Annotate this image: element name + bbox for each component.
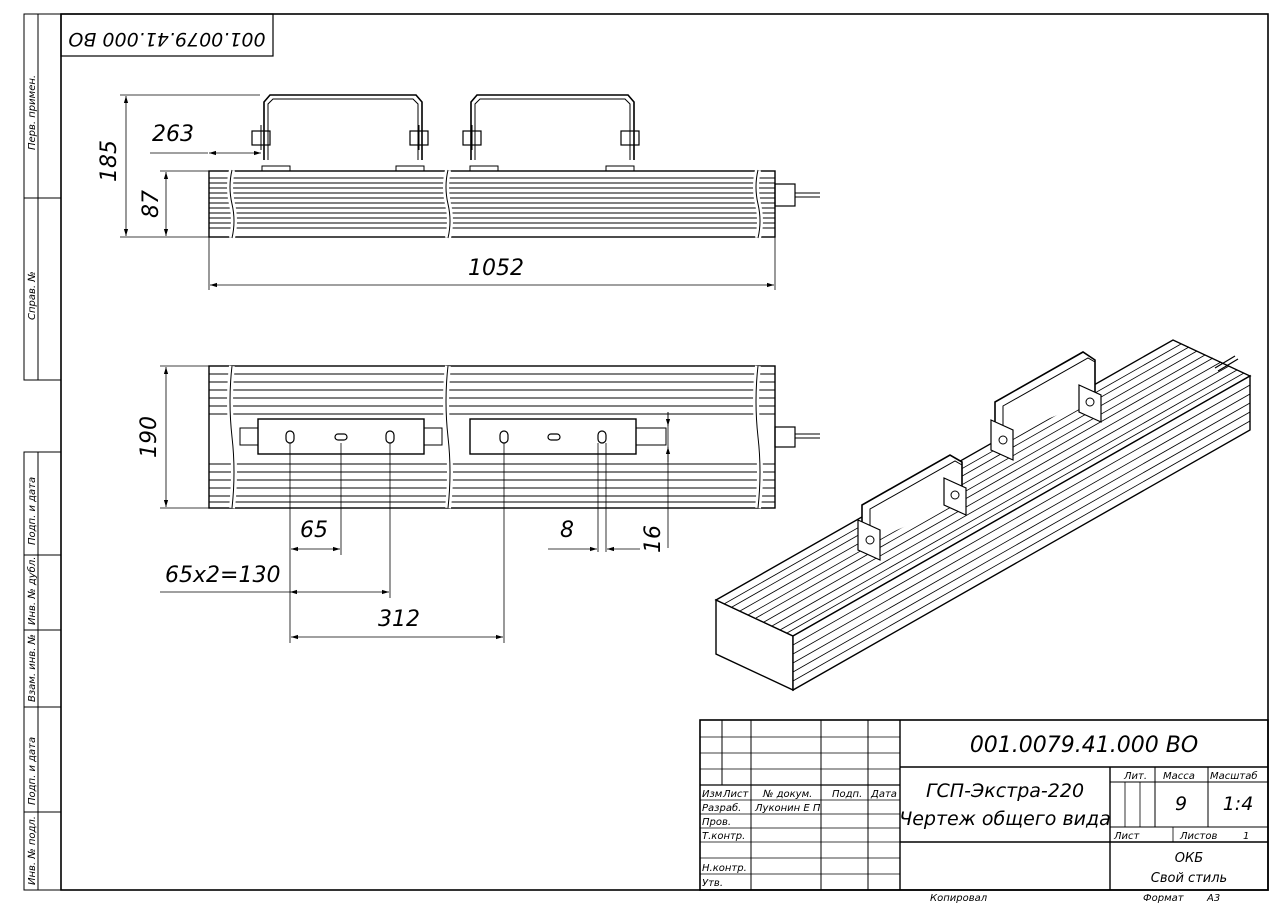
hdr-massa: Масса: [1163, 771, 1195, 782]
corner-stamp-designation: 001.0079.41.000 ВО: [68, 28, 265, 50]
format-value: А3: [1206, 893, 1220, 904]
label-vzam-inv: Взам. инв. №: [27, 634, 38, 702]
dimensions-side-view: [120, 94, 776, 290]
mass-value: 9: [1175, 793, 1187, 815]
sheet-label: Лист: [1113, 831, 1141, 842]
hdr-sign: Подп.: [832, 789, 862, 800]
dim-185: 185: [97, 140, 122, 182]
top-view: [208, 365, 820, 509]
dim-87: 87: [139, 190, 164, 218]
drawing-type: Чертеж общего вида: [899, 808, 1111, 830]
hdr-lit: Лит.: [1123, 771, 1147, 782]
label-sprav-no: Справ. №: [27, 271, 38, 320]
isometric-view: [714, 339, 1252, 692]
dim-263: 263: [152, 122, 194, 147]
hdr-izm: Изм: [702, 789, 723, 800]
label-perv-primen: Перв. примен.: [27, 75, 38, 150]
dimensions-top-view: [160, 365, 671, 643]
dim-190: 190: [137, 416, 162, 458]
hdr-doc: № докум.: [762, 789, 812, 800]
product-title: ГСП-Экстра-220: [926, 780, 1084, 802]
row-nkontr: Н.контр.: [702, 863, 747, 874]
organization: ОКБ: [1175, 851, 1203, 866]
hdr-list: Лист: [722, 789, 750, 800]
label-podp-data-top: Подп. и дата: [27, 477, 38, 545]
format-label: Формат: [1143, 893, 1185, 904]
row-prov: Пров.: [702, 817, 731, 828]
dim-65x2: 65х2=130: [165, 563, 280, 588]
dim-16: 16: [641, 525, 666, 553]
title-block-text: 001.0079.41.000 ВО ГСП-Экстра-220 Чертеж…: [702, 733, 1258, 889]
dim-65: 65: [300, 518, 328, 543]
dim-8: 8: [560, 518, 574, 543]
label-podp-data-bottom: Подп. и дата: [27, 737, 38, 805]
designation: 001.0079.41.000 ВО: [970, 733, 1198, 758]
hdr-date: Дата: [870, 789, 897, 800]
sheet-frame: [23, 13, 1269, 891]
title-block-frame: [699, 719, 1269, 891]
scale-value: 1:4: [1223, 793, 1254, 815]
copied-label: Копировал: [930, 893, 988, 904]
row-utv: Утв.: [702, 878, 723, 889]
sheets-label: Листов: [1179, 831, 1217, 842]
sheets-count: 1: [1243, 831, 1249, 842]
dim-312: 312: [378, 607, 420, 632]
label-inv-podl: Инв. № подл.: [27, 816, 38, 885]
org-subtitle: Свой стиль: [1151, 871, 1227, 886]
side-view: [208, 94, 820, 239]
side-labels: Перв. примен. Справ. № Подп. и дата Инв.…: [26, 75, 38, 885]
dim-1052: 1052: [468, 256, 524, 281]
row-razrab: Разраб.: [702, 802, 741, 814]
row-razrab-name: Луконин Е П: [754, 803, 821, 814]
label-inv-dubl: Инв. № дубл.: [26, 557, 38, 625]
row-tkontr: Т.контр.: [702, 831, 745, 842]
hdr-masshtab: Масштаб: [1210, 770, 1258, 782]
